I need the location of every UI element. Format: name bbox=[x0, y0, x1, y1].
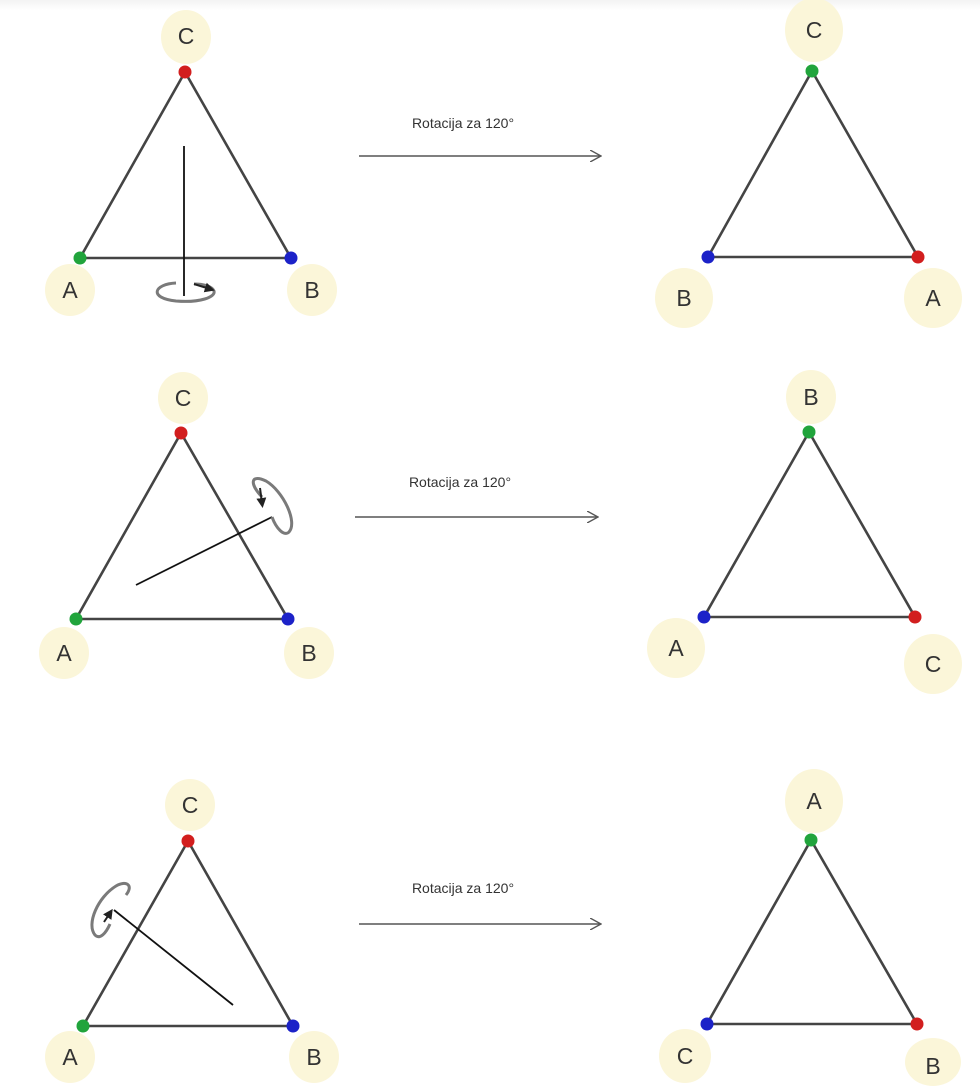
rotation-arrow-icon bbox=[251, 476, 294, 535]
label-badge bbox=[165, 779, 215, 831]
vertex-label-top: B bbox=[803, 384, 818, 410]
label-badge bbox=[785, 0, 843, 62]
vertex-dot-blue bbox=[284, 251, 298, 265]
vertex-dot-red bbox=[181, 834, 195, 848]
triangle-edges bbox=[77, 69, 294, 260]
vertex-dot-green bbox=[802, 425, 816, 439]
label-badge bbox=[905, 1038, 961, 1086]
vertex-dot-blue bbox=[697, 610, 711, 624]
vertex-dot-green bbox=[76, 1019, 90, 1033]
arrow-caption: Rotacija za 120° bbox=[412, 880, 514, 896]
label-badge bbox=[785, 769, 843, 833]
vertex-label-top: C bbox=[178, 23, 195, 49]
row-1-transition: Rotacija za 120° bbox=[359, 115, 600, 156]
row-2-left-triangle: C A B bbox=[39, 372, 334, 679]
row-2-right-triangle: B A C bbox=[647, 370, 962, 694]
label-badge bbox=[158, 372, 208, 424]
vertex-dot-blue bbox=[701, 250, 715, 264]
row-1: C A B Rotacija za 120° C B A bbox=[45, 0, 962, 328]
vertex-label-bottom-left: B bbox=[676, 285, 691, 311]
vertex-dot-blue bbox=[700, 1017, 714, 1031]
row-3-left-triangle: C A B bbox=[45, 779, 339, 1083]
label-badge bbox=[161, 10, 211, 64]
top-shade bbox=[0, 0, 980, 10]
vertex-label-bottom-left: A bbox=[56, 640, 72, 666]
vertex-label-top: C bbox=[806, 17, 823, 43]
tilted-rotation-axis-icon bbox=[135, 516, 273, 586]
label-badge bbox=[287, 264, 337, 316]
arrow-caption: Rotacija za 120° bbox=[412, 115, 514, 131]
label-badge bbox=[39, 627, 89, 679]
rotation-arrow-icon bbox=[155, 281, 216, 303]
vertex-label-bottom-left: A bbox=[62, 1044, 78, 1070]
vertex-label-top: A bbox=[806, 788, 822, 814]
vertex-dot-blue bbox=[281, 612, 295, 626]
row-3: C A B Rotacija za 120° A C B bbox=[45, 769, 961, 1086]
vertex-dot-green bbox=[69, 612, 83, 626]
label-badge bbox=[289, 1031, 339, 1083]
label-badge bbox=[659, 1029, 711, 1083]
triangle-edges bbox=[80, 838, 296, 1028]
vertex-label-bottom-right: B bbox=[925, 1053, 940, 1079]
row-2: C A B Rotacija za 120° B A C bbox=[39, 370, 962, 694]
tilted-rotation-axis-icon bbox=[113, 909, 234, 1006]
vertex-dot-red bbox=[178, 65, 192, 79]
label-badge bbox=[647, 618, 705, 678]
vertex-dot-red bbox=[911, 250, 925, 264]
label-badge bbox=[655, 268, 713, 328]
rotation-arrow-icon bbox=[90, 881, 131, 939]
vertex-label-top: C bbox=[175, 385, 192, 411]
vertex-dot-red bbox=[908, 610, 922, 624]
vertex-dot-red bbox=[174, 426, 188, 440]
row-3-right-triangle: A C B bbox=[659, 769, 961, 1086]
vertex-label-bottom-right: B bbox=[304, 277, 319, 303]
vertex-label-top: C bbox=[182, 792, 199, 818]
vertex-label-bottom-right: B bbox=[301, 640, 316, 666]
row-3-transition: Rotacija za 120° bbox=[359, 880, 600, 924]
vertex-label-bottom-right: B bbox=[306, 1044, 321, 1070]
label-badge bbox=[786, 370, 836, 424]
arrow-caption: Rotacija za 120° bbox=[409, 474, 511, 490]
vertex-dot-green bbox=[73, 251, 87, 265]
triangle-edges bbox=[705, 68, 921, 259]
vertex-label-bottom-left: A bbox=[62, 277, 78, 303]
label-badge bbox=[45, 264, 95, 316]
row-2-transition: Rotacija za 120° bbox=[355, 474, 597, 517]
vertex-label-bottom-left: A bbox=[668, 635, 684, 661]
triangle-edges bbox=[701, 429, 918, 619]
vertex-dot-red bbox=[910, 1017, 924, 1031]
vertex-label-bottom-right: C bbox=[925, 651, 942, 677]
vertex-dot-green bbox=[805, 64, 819, 78]
triangle-edges bbox=[73, 430, 291, 621]
vertex-dot-blue bbox=[286, 1019, 300, 1033]
row-1-right-triangle: C B A bbox=[655, 0, 962, 328]
label-badge bbox=[904, 634, 962, 694]
label-badge bbox=[45, 1031, 95, 1083]
vertex-label-bottom-left: C bbox=[677, 1043, 694, 1069]
row-1-left-triangle: C A B bbox=[45, 10, 337, 316]
vertex-label-bottom-right: A bbox=[925, 285, 941, 311]
triangle-edges bbox=[704, 837, 920, 1026]
label-badge bbox=[904, 268, 962, 328]
vertex-dot-green bbox=[804, 833, 818, 847]
label-badge bbox=[284, 627, 334, 679]
